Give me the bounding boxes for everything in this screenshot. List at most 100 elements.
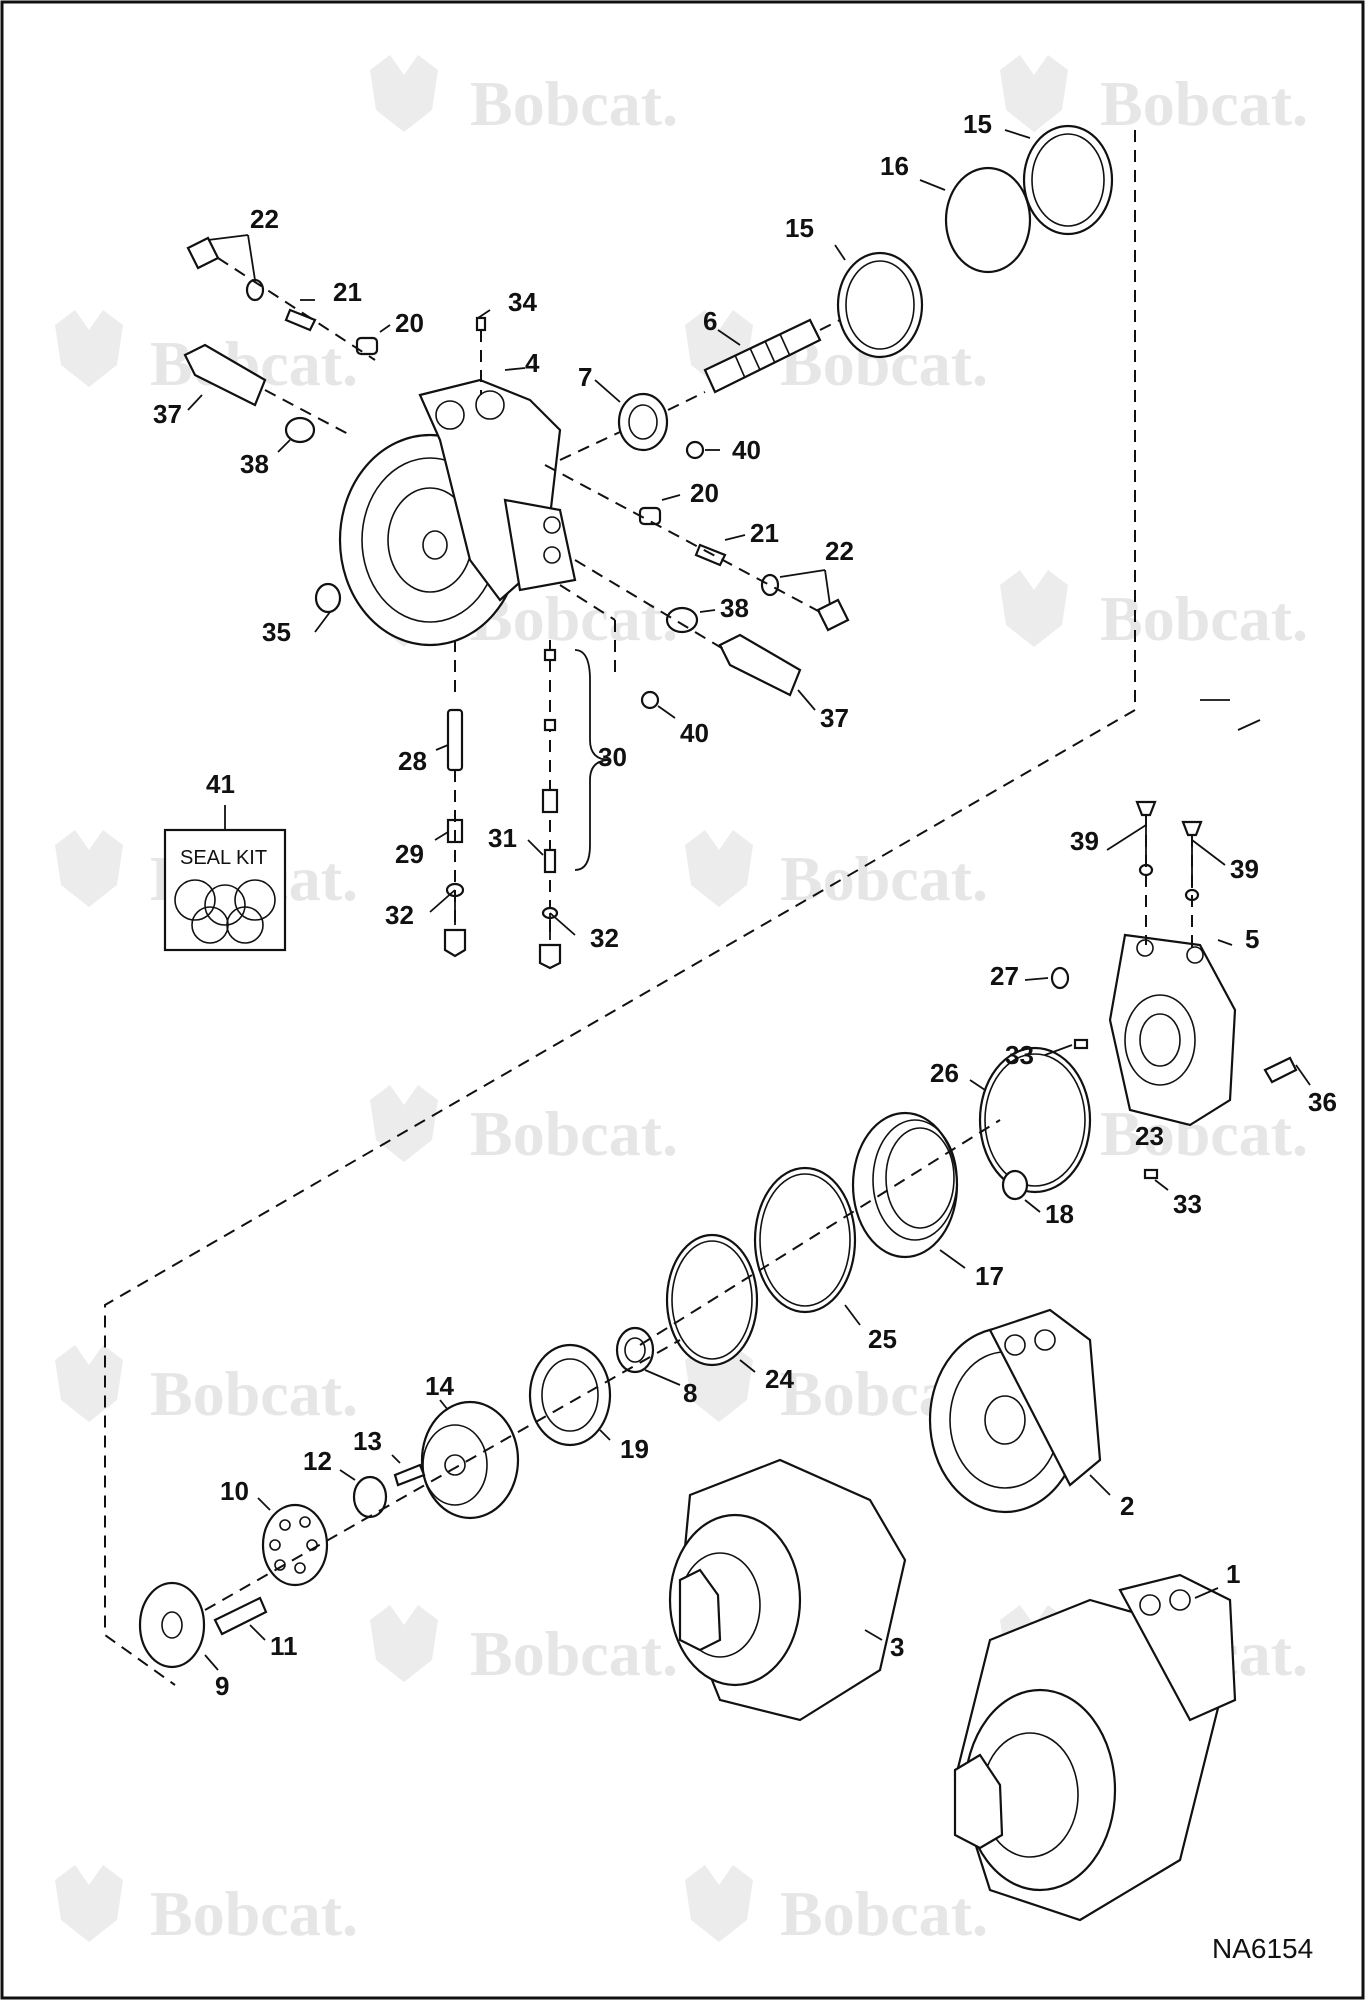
figure-id: NA6154 [1212, 1933, 1313, 1964]
callout-33b: 33 [1173, 1189, 1202, 1219]
watermark-text: Bobcat. [780, 843, 988, 914]
brake-piston-17-part [851, 1111, 959, 1259]
bobcat-logo-icon [1000, 570, 1068, 647]
callout-27: 27 [990, 961, 1019, 991]
callout-numbers: 1 2 3 4 5 6 7 8 9 10 11 12 13 14 15 15 1… [153, 109, 1337, 1701]
callout-1: 1 [1226, 1559, 1240, 1589]
watermark-text: Bobcat. [150, 1878, 358, 1949]
bearing-7-part [559, 391, 706, 461]
bobcat-logo-icon [370, 1085, 438, 1162]
pin-33a-icon [1073, 1038, 1089, 1050]
pin-34-icon [475, 316, 487, 332]
relief-valve-37b-part [718, 633, 802, 697]
callout-34: 34 [508, 287, 537, 317]
spring-21b-icon [694, 543, 727, 567]
seal-kit-label: SEAL KIT [180, 847, 267, 869]
callout-2: 2 [1120, 1491, 1134, 1521]
callout-40b: 40 [680, 718, 709, 748]
o-ring-27-icon [1050, 966, 1070, 990]
bobcat-logo-icon [1000, 55, 1068, 132]
callout-39a: 39 [1070, 826, 1099, 856]
relief-valve-icon [183, 343, 267, 407]
plug-39a-icon [1135, 800, 1157, 817]
motor-housing-part [338, 378, 577, 647]
spool-28-icon [446, 708, 464, 772]
poppet-20b-icon [638, 506, 662, 526]
callout-3: 3 [890, 1632, 904, 1662]
callout-35: 35 [262, 617, 291, 647]
callout-23: 23 [1135, 1121, 1164, 1151]
callout-5: 5 [1245, 924, 1259, 954]
shoe-plate-icon [261, 1503, 329, 1587]
gear-housing-3-part [668, 1458, 907, 1722]
drive-shaft-part [703, 309, 861, 394]
callout-7: 7 [578, 362, 592, 392]
watermark-11: Bobcat. [55, 1345, 358, 1429]
plug-39b-icon [1181, 820, 1203, 837]
callout-6: 6 [703, 306, 717, 336]
motor-valve-block-icon [988, 1308, 1102, 1487]
complete-spline-icon [953, 1753, 1004, 1850]
seal-kit-box: SEAL KIT [163, 828, 287, 952]
callout-12: 12 [303, 1446, 332, 1476]
callout-25: 25 [868, 1324, 897, 1354]
o-ring-25-icon [753, 1166, 857, 1314]
watermark-9: Bobcat. [370, 1085, 678, 1169]
o-ring-38a-icon [284, 416, 316, 444]
valve-plate-5-part [1108, 933, 1237, 1127]
watermark-3: Bobcat. [55, 310, 358, 399]
plug-32a-icon [443, 928, 467, 958]
bobcat-logo-icon [55, 830, 123, 907]
watermark-1: Bobcat. [370, 55, 678, 139]
pin-33b-icon [1143, 1168, 1159, 1180]
complete-motor-1-part [953, 1573, 1237, 1922]
bracket-30 [574, 649, 611, 871]
callout-24: 24 [765, 1364, 794, 1394]
o-ring-15a-icon [836, 251, 924, 359]
o-ring-35-icon [314, 582, 342, 614]
callout-15a: 15 [785, 213, 814, 243]
o-ring-26-icon [978, 1046, 1092, 1194]
watermark-15: Bobcat. [55, 1865, 358, 1949]
callout-21b: 21 [750, 518, 779, 548]
callout-20a: 20 [395, 308, 424, 338]
callout-32a: 32 [385, 900, 414, 930]
callout-13: 13 [353, 1426, 382, 1456]
callout-22a: 22 [250, 204, 279, 234]
callout-9: 9 [215, 1671, 229, 1701]
pin-11-icon [213, 1596, 268, 1636]
spring-13-icon [393, 1463, 426, 1487]
callout-18: 18 [1045, 1199, 1074, 1229]
relief-valve-37a-part [183, 343, 351, 436]
spring-31-icon [543, 848, 557, 874]
callout-16: 16 [880, 151, 909, 181]
watermark-text: Bobcat. [1100, 68, 1308, 139]
callout-36: 36 [1308, 1087, 1337, 1117]
callout-31: 31 [488, 823, 517, 853]
complete-valve-block-icon [1118, 1573, 1237, 1722]
watermark-text: Bobcat. [780, 1878, 988, 1949]
plug-40a-icon [685, 440, 705, 460]
callout-33a: 33 [1005, 1040, 1034, 1070]
watermark-layer: Bobcat. Bobcat. Bobcat. Bobcat. Bobcat. … [55, 55, 1308, 1949]
watermark-4: Bobcat. [685, 310, 988, 399]
callout-20b: 20 [690, 478, 719, 508]
motor-assembly-2-part [928, 1308, 1102, 1514]
callout-37b: 37 [820, 703, 849, 733]
shim-16-icon [944, 166, 1032, 274]
o-ring-38b-icon [665, 606, 699, 634]
assembly-guide-line [104, 130, 1136, 1686]
callout-39b: 39 [1230, 854, 1259, 884]
callout-29: 29 [395, 839, 424, 869]
callout-21a: 21 [333, 277, 362, 307]
callout-11: 11 [270, 1631, 298, 1661]
valve-plate-icon [1108, 933, 1237, 1127]
callout-40a: 40 [732, 435, 761, 465]
spring-21a-icon [284, 308, 317, 332]
bobcat-logo-icon [55, 1345, 123, 1422]
bearing-icon [617, 392, 669, 452]
valve-block-icon [503, 498, 577, 592]
watermark-text: Bobcat. [150, 1358, 358, 1429]
watermark-16: Bobcat. [685, 1865, 988, 1949]
